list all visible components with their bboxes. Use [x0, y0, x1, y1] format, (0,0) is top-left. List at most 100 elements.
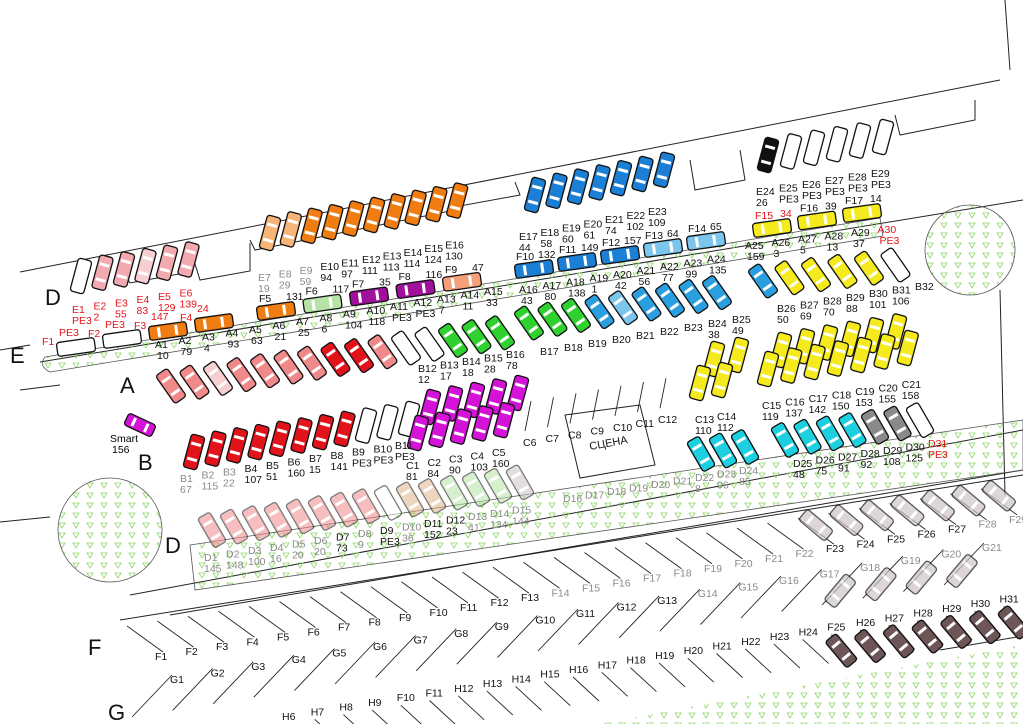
parking-spot[interactable] — [354, 407, 378, 444]
parking-spot[interactable] — [462, 381, 486, 419]
parking-spot[interactable] — [505, 464, 535, 501]
parking-spot[interactable] — [457, 695, 485, 721]
parking-spot[interactable] — [147, 321, 189, 341]
parking-spot[interactable] — [290, 417, 313, 454]
parking-spot[interactable] — [401, 581, 438, 609]
parking-spot[interactable] — [351, 488, 381, 524]
parking-spot[interactable] — [770, 422, 800, 458]
parking-spot[interactable] — [404, 189, 427, 227]
parking-spot[interactable] — [126, 625, 164, 653]
parking-spot[interactable] — [608, 290, 639, 326]
parking-spot[interactable] — [588, 164, 611, 201]
parking-spot[interactable] — [524, 400, 532, 432]
parking-spot[interactable] — [69, 257, 93, 295]
parking-spot[interactable] — [688, 364, 712, 402]
parking-spot[interactable] — [348, 286, 390, 307]
parking-spot[interactable] — [561, 297, 592, 333]
parking-spot[interactable] — [630, 667, 657, 692]
parking-spot[interactable] — [273, 349, 304, 385]
parking-spot[interactable] — [429, 700, 456, 724]
parking-spot[interactable] — [751, 218, 793, 238]
parking-spot[interactable] — [497, 615, 538, 658]
parking-spot[interactable] — [700, 582, 741, 625]
parking-spot[interactable] — [841, 203, 883, 223]
parking-spot[interactable] — [773, 643, 801, 669]
parking-spot[interactable] — [157, 620, 194, 648]
parking-spot[interactable] — [253, 654, 295, 698]
parking-spot[interactable] — [618, 595, 660, 639]
parking-spot[interactable] — [940, 614, 973, 649]
parking-spot[interactable] — [825, 633, 858, 668]
parking-spot[interactable] — [383, 193, 406, 230]
parking-spot[interactable] — [247, 423, 270, 461]
parking-spot[interactable] — [862, 555, 904, 602]
parking-spot[interactable] — [896, 329, 919, 367]
parking-spot[interactable] — [285, 498, 315, 535]
parking-spot[interactable] — [55, 337, 97, 357]
parking-spot[interactable] — [515, 686, 542, 711]
parking-spot[interactable] — [911, 619, 944, 654]
parking-spot[interactable] — [370, 586, 408, 614]
parking-spot[interactable] — [362, 196, 386, 234]
parking-spot[interactable] — [371, 709, 398, 724]
parking-spot[interactable] — [425, 185, 448, 223]
parking-spot[interactable] — [187, 615, 225, 643]
parking-spot[interactable] — [547, 397, 554, 428]
parking-spot[interactable] — [248, 606, 286, 633]
parking-spot[interactable] — [440, 385, 464, 422]
parking-spot[interactable] — [706, 532, 743, 560]
parking-spot[interactable] — [375, 635, 416, 678]
parking-spot[interactable] — [708, 432, 738, 469]
parking-spot[interactable] — [578, 602, 619, 645]
parking-spot[interactable] — [882, 624, 916, 659]
parking-spot[interactable] — [219, 508, 249, 545]
parking-spot[interactable] — [414, 326, 445, 362]
parking-spot[interactable] — [417, 478, 447, 514]
parking-spot[interactable] — [678, 278, 709, 314]
parking-spot[interactable] — [461, 319, 492, 355]
parking-spot[interactable] — [91, 254, 114, 291]
parking-spot[interactable] — [294, 648, 335, 691]
parking-spot[interactable] — [553, 557, 591, 584]
parking-spot[interactable] — [652, 151, 676, 189]
parking-spot[interactable] — [572, 676, 600, 702]
parking-spot[interactable] — [827, 253, 858, 289]
parking-spot[interactable] — [609, 159, 633, 197]
parking-spot[interactable] — [802, 639, 829, 664]
parking-spot[interactable] — [204, 430, 227, 467]
parking-spot[interactable] — [514, 305, 545, 341]
parking-spot[interactable] — [320, 341, 351, 377]
parking-spot[interactable] — [258, 214, 282, 252]
parking-spot[interactable] — [302, 293, 343, 314]
parking-spot[interactable] — [395, 481, 425, 518]
parking-spot[interactable] — [218, 610, 255, 638]
parking-spot[interactable] — [334, 641, 376, 685]
parking-spot[interactable] — [828, 504, 865, 540]
parking-spot[interactable] — [225, 427, 249, 464]
parking-spot[interactable] — [903, 549, 944, 596]
parking-spot[interactable] — [860, 409, 890, 445]
parking-spot[interactable] — [889, 494, 926, 530]
parking-spot[interactable] — [391, 330, 422, 366]
parking-spot[interactable] — [659, 588, 701, 632]
parking-spot[interactable] — [756, 136, 780, 174]
parking-spot[interactable] — [685, 231, 727, 251]
parking-spot[interactable] — [748, 263, 779, 299]
parking-spot[interactable] — [297, 345, 328, 381]
parking-spot[interactable] — [801, 257, 832, 293]
parking-spot[interactable] — [438, 322, 469, 358]
parking-spot[interactable] — [203, 360, 234, 396]
parking-spot[interactable] — [456, 621, 498, 665]
parking-spot[interactable] — [537, 608, 579, 652]
parking-spot[interactable] — [767, 522, 804, 550]
parking-spot[interactable] — [569, 393, 577, 424]
parking-spot[interactable] — [307, 495, 337, 531]
parking-spot[interactable] — [740, 575, 782, 619]
parking-spot[interactable] — [461, 471, 491, 507]
parking-spot[interactable] — [659, 378, 667, 409]
parking-spot[interactable] — [112, 251, 136, 288]
parking-spot[interactable] — [599, 245, 641, 265]
parking-spot[interactable] — [395, 279, 436, 299]
parking-spot[interactable] — [131, 674, 173, 718]
parking-spot[interactable] — [182, 433, 206, 471]
